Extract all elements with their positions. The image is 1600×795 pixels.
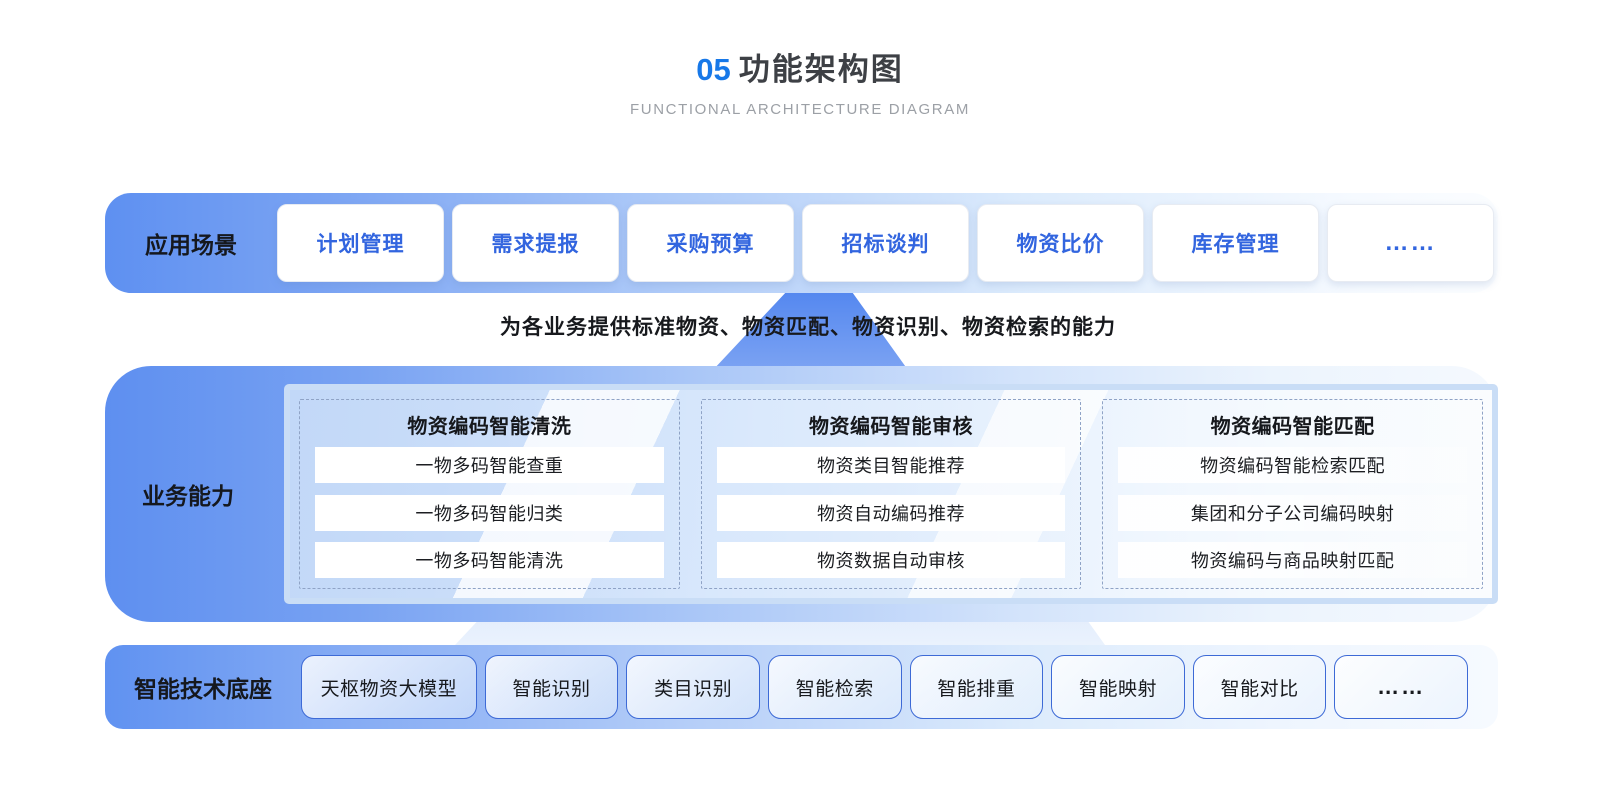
app-chip-ellipsis: ……: [1327, 204, 1494, 282]
tech-chip-intelligent-recognition: 智能识别: [484, 655, 619, 719]
capability-item: 物资自动编码推荐: [716, 494, 1066, 531]
tech-chip-intelligent-dedup: 智能排重: [909, 655, 1044, 719]
capability-item: 物资数据自动审核: [716, 542, 1066, 578]
app-chip-inventory-management: 库存管理: [1152, 204, 1319, 282]
capability-column-review: 物资编码智能审核 物资类目智能推荐 物资自动编码推荐 物资数据自动审核: [700, 399, 1082, 589]
column-rows: 物资类目智能推荐 物资自动编码推荐 物资数据自动审核: [716, 447, 1066, 578]
band-label-application: 应用场景: [145, 232, 237, 258]
tech-chip-intelligent-search: 智能检索: [767, 655, 902, 719]
tech-chip-intelligent-mapping: 智能映射: [1051, 655, 1185, 719]
capability-item: 物资类目智能推荐: [716, 447, 1066, 483]
capability-item: 一物多码智能查重: [315, 447, 664, 483]
column-rows: 一物多码智能查重 一物多码智能归类 一物多码智能清洗: [315, 447, 664, 578]
capability-item: 物资编码与商品映射匹配: [1118, 542, 1468, 578]
application-scenarios-band: 应用场景 计划管理 需求提报 采购预算 招标谈判 物资比价 库存管理 ……: [105, 193, 1498, 293]
capability-column-cleaning: 物资编码智能清洗 一物多码智能查重 一物多码智能归类 一物多码智能清洗: [299, 399, 680, 589]
business-capability-band: 业务能力 物资编码智能清洗 一物多码智能查重 一物多码智能归类 一物多码智能清洗…: [105, 366, 1498, 622]
column-title: 物资编码智能清洗: [407, 416, 572, 438]
column-rows: 物资编码智能检索匹配 集团和分子公司编码映射 物资编码与商品映射匹配: [1118, 447, 1468, 578]
tech-chip-category-recognition: 类目识别: [626, 655, 760, 719]
tech-chip-intelligent-comparison: 智能对比: [1192, 655, 1327, 719]
application-buttons-row: 计划管理 需求提报 采购预算 招标谈判 物资比价 库存管理 ……: [277, 204, 1494, 282]
capability-item: 一物多码智能清洗: [315, 542, 664, 578]
capability-item: 一物多码智能归类: [315, 494, 664, 531]
tech-chip-ellipsis: ……: [1334, 655, 1468, 719]
tech-chip-tianshu-material-model: 天枢物资大模型: [301, 655, 477, 719]
column-title: 物资编码智能匹配: [1210, 416, 1375, 438]
title-text: 功能架构图: [738, 52, 904, 87]
band-label-tech: 智能技术底座: [134, 676, 272, 702]
band-label-business: 业务能力: [142, 483, 234, 509]
app-chip-plan-management: 计划管理: [277, 204, 444, 282]
section-number: 05: [696, 52, 731, 87]
app-chip-procurement-budget: 采购预算: [627, 204, 794, 282]
app-chip-material-price-comparison: 物资比价: [977, 204, 1144, 282]
capability-panel: 物资编码智能清洗 一物多码智能查重 一物多码智能归类 一物多码智能清洗 物资编码…: [284, 384, 1498, 604]
capability-columns: 物资编码智能清洗 一物多码智能查重 一物多码智能归类 一物多码智能清洗 物资编码…: [290, 390, 1492, 598]
capability-caption: 为各业务提供标准物资、物资匹配、物资识别、物资检索的能力: [500, 316, 1116, 339]
capability-item: 物资编码智能检索匹配: [1118, 447, 1468, 483]
tech-base-band: 智能技术底座 天枢物资大模型 智能识别 类目识别 智能检索 智能排重 智能映射 …: [105, 645, 1498, 729]
capability-item: 集团和分子公司编码映射: [1118, 494, 1468, 531]
app-chip-bid-negotiation: 招标谈判: [802, 204, 969, 282]
app-chip-demand-submission: 需求提报: [452, 204, 619, 282]
tech-buttons-row: 天枢物资大模型 智能识别 类目识别 智能检索 智能排重 智能映射 智能对比 ……: [301, 655, 1468, 719]
capability-column-matching: 物资编码智能匹配 物资编码智能检索匹配 集团和分子公司编码映射 物资编码与商品映…: [1102, 399, 1484, 589]
page-subtitle: FUNCTIONAL ARCHITECTURE DIAGRAM: [630, 101, 970, 118]
column-title: 物资编码智能审核: [809, 416, 973, 438]
